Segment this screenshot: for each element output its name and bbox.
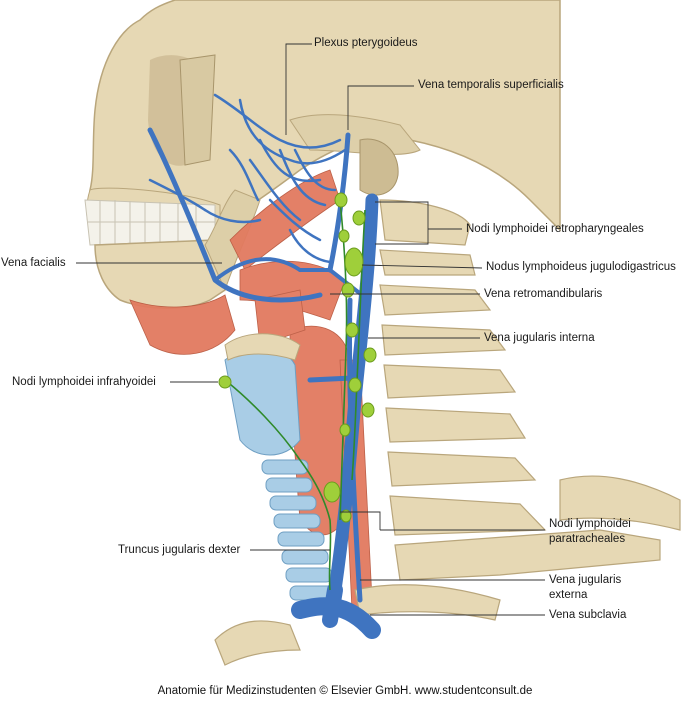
label-vena-retromandibularis: Vena retromandibularis (484, 288, 603, 300)
leader-jugulodigastricus (361, 264, 483, 269)
label-nodi-paratracheales-2: paratracheales (549, 533, 626, 545)
label-vena-jugularis-externa-1: Vena jugularis (549, 574, 622, 586)
larynx (224, 333, 301, 456)
label-vena-facialis: Vena facialis (1, 257, 66, 269)
leader-lines (76, 43, 545, 616)
label-vena-temporalis-superficialis: Vena temporalis superficialis (418, 79, 564, 91)
lymph-vessels (224, 199, 366, 591)
trachea (261, 459, 337, 601)
label-vena-jugularis-externa-2: externa (549, 589, 588, 601)
clavicle (214, 584, 501, 666)
upper-jaw (84, 187, 221, 246)
label-nodi-retropharyngeales: Nodi lymphoidei retropharyngeales (466, 223, 644, 235)
label-nodi-infrahyoidei: Nodi lymphoidei infrahyoidei (12, 376, 156, 388)
label-plexus-pterygoideus: Plexus pterygoideus (314, 37, 418, 49)
label-nodus-jugulodigastricus: Nodus lymphoideus jugulodigastricus (486, 261, 676, 273)
label-nodi-paratracheales-1: Nodi lymphoidei (549, 518, 631, 530)
label-truncus-jugularis-dexter: Truncus jugularis dexter (118, 544, 241, 556)
lymph-nodes (218, 192, 377, 523)
copyright-credit: Anatomie für Medizinstudenten © Elsevier… (157, 685, 533, 697)
bracket-paratracheales (340, 511, 545, 531)
cervical-spine (379, 199, 681, 581)
skull (89, 0, 561, 236)
leader-plexus-pterygoideus (285, 43, 312, 135)
bracket-retropharyngeales (375, 201, 429, 245)
leader-vena-temporalis (347, 85, 414, 130)
label-vena-subclavia: Vena subclavia (549, 609, 627, 621)
label-vena-jugularis-interna: Vena jugularis interna (484, 332, 595, 344)
